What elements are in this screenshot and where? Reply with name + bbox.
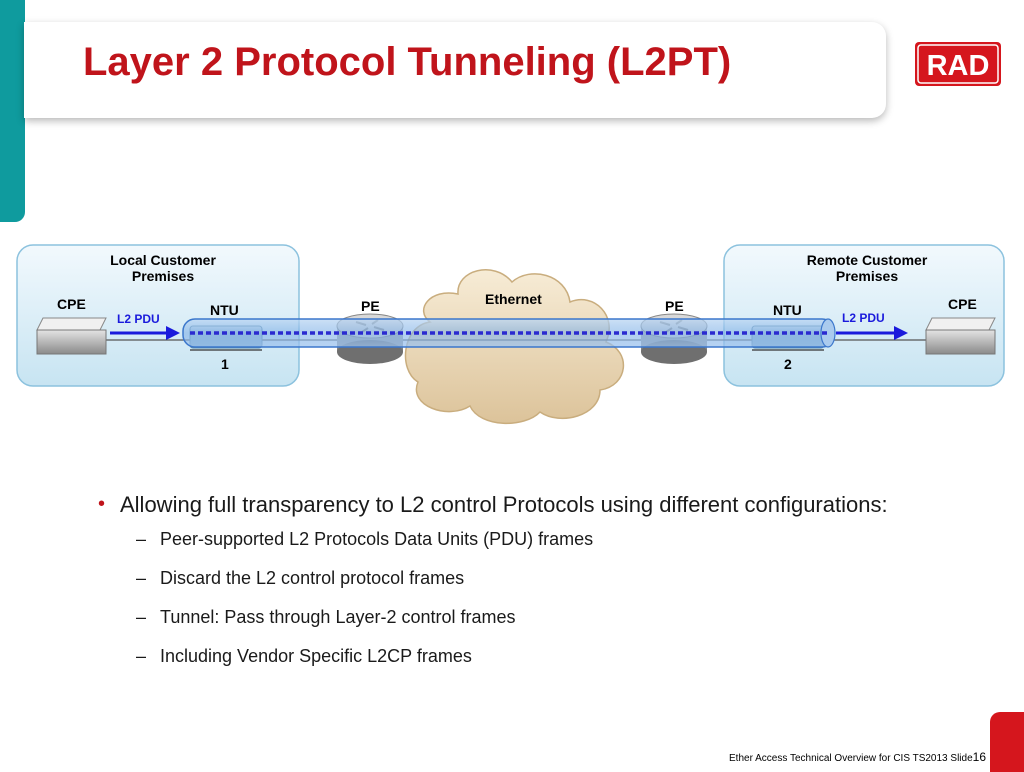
cpe-right-label: CPE	[948, 296, 977, 312]
slide-number: 16	[972, 750, 986, 764]
remote-premises-line2: Premises	[835, 268, 899, 284]
ntu-left-label: NTU	[210, 302, 239, 318]
rad-logo: RAD	[915, 42, 1001, 86]
cpe-left-icon	[36, 317, 107, 355]
remote-premises-label: Remote Customer Premises	[807, 252, 928, 284]
pdu-arrow-right-icon	[836, 326, 908, 340]
bullet-dot-icon: •	[98, 493, 106, 515]
pdu-arrow-left-icon	[110, 326, 180, 340]
footer-text: Ether Access Technical Overview for CIS …	[729, 753, 973, 764]
pdu-right-label: L2 PDU	[842, 311, 885, 325]
sub-bullet-text: Including Vendor Specific L2CP frames	[160, 646, 472, 666]
sub-bullet-item: –Tunnel: Pass through Layer-2 control fr…	[136, 607, 918, 627]
title-banner	[24, 22, 886, 118]
left-accent-bar	[0, 0, 25, 222]
pe-right-label: PE	[665, 298, 684, 314]
local-premises-line1: Local Customer	[110, 252, 216, 268]
l2pt-diagram: Local Customer Premises Remote Customer …	[0, 230, 1024, 460]
logo-text: RAD	[927, 50, 990, 82]
dash-icon: –	[136, 607, 147, 627]
cpe-left-label: CPE	[57, 296, 86, 312]
sub-bullet-text: Tunnel: Pass through Layer-2 control fra…	[160, 607, 516, 627]
l2pt-tunnel	[182, 318, 836, 348]
pdu-left-label: L2 PDU	[117, 312, 160, 326]
ethernet-label: Ethernet	[485, 291, 542, 307]
sub-bullet-list: –Peer-supported L2 Protocols Data Units …	[98, 529, 918, 666]
ntu-right-label: NTU	[773, 302, 802, 318]
dash-icon: –	[136, 529, 147, 549]
corner-accent	[990, 712, 1024, 772]
cpe-right-icon	[925, 317, 996, 355]
sub-bullet-text: Peer-supported L2 Protocols Data Units (…	[160, 529, 594, 549]
remote-premises-line1: Remote Customer	[806, 252, 928, 268]
bullet-list: • Allowing full transparency to L2 contr…	[98, 488, 918, 685]
local-premises-line2: Premises	[131, 268, 195, 284]
local-premises-label: Local Customer Premises	[110, 252, 216, 284]
ntu-right-number: 2	[784, 356, 792, 372]
sub-bullet-item: –Including Vendor Specific L2CP frames	[136, 646, 918, 666]
sub-bullet-item: –Peer-supported L2 Protocols Data Units …	[136, 529, 918, 549]
dash-icon: –	[136, 568, 147, 588]
sub-bullet-item: –Discard the L2 control protocol frames	[136, 568, 918, 588]
main-bullet: • Allowing full transparency to L2 contr…	[98, 488, 918, 521]
sub-bullet-text: Discard the L2 control protocol frames	[160, 568, 465, 588]
dash-icon: –	[136, 646, 147, 666]
ntu-left-number: 1	[221, 356, 229, 372]
main-bullet-text: Allowing full transparency to L2 control…	[120, 492, 888, 517]
slide-title: Layer 2 Protocol Tunneling (L2PT)	[83, 40, 732, 84]
slide-footer: Ether Access Technical Overview for CIS …	[729, 750, 986, 764]
diagram-graphics	[16, 244, 1005, 424]
pe-left-label: PE	[361, 298, 380, 314]
